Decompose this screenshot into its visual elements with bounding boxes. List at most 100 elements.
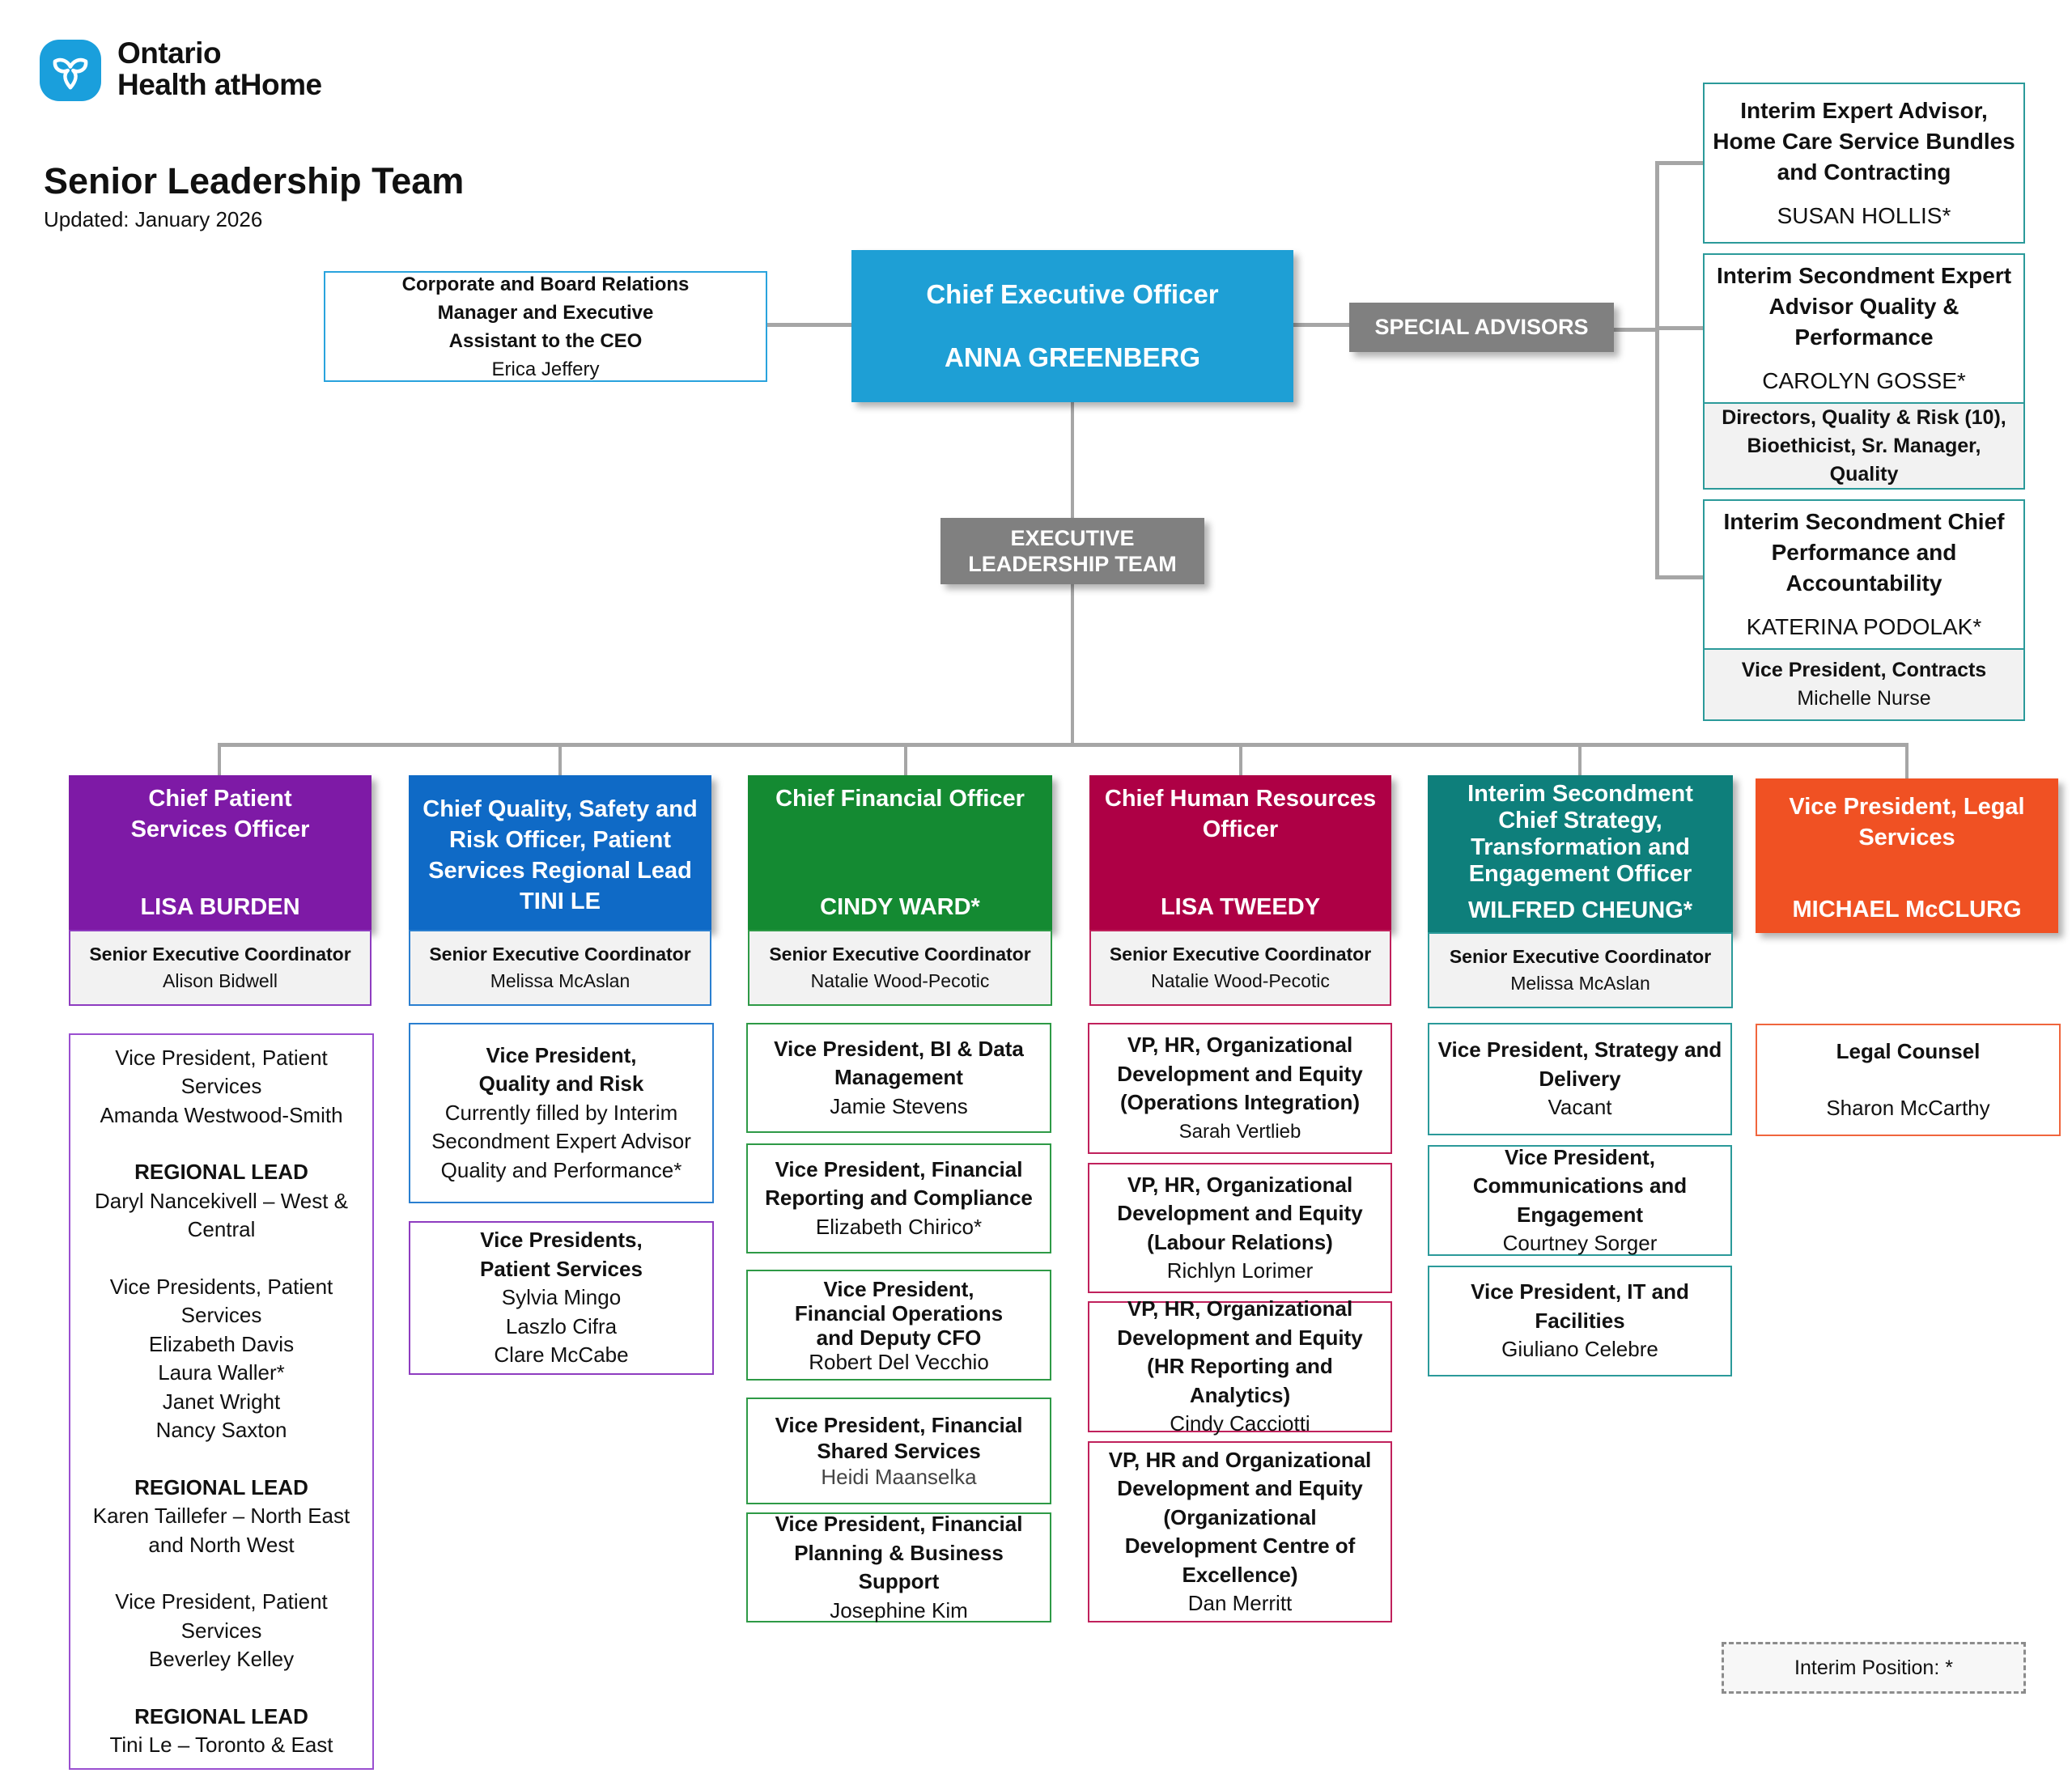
vp-box[interactable]: VP, HR and Organizational Development an… [1088,1441,1392,1622]
advisor-sub-title: Vice President, Contracts [1741,659,1987,681]
vp-box[interactable]: Vice President, Strategy and Delivery Va… [1428,1023,1732,1135]
advisor-box[interactable]: Interim Expert Advisor, Home Care Servic… [1703,83,2025,244]
ceo-title: Chief Executive Officer [926,279,1219,309]
advisor-name: SUSAN HOLLIS* [1777,202,1951,228]
coordinator-box[interactable]: Senior Executive Coordinator Alison Bidw… [69,930,372,1006]
exec-header-box[interactable]: Chief Human Resources Officer LISA TWEED… [1089,775,1391,931]
ceo-name: ANNA GREENBERG [945,342,1200,372]
corp-title-line: Manager and Executive [437,301,654,324]
vp-title: Vice President, Patient Services [115,1589,328,1643]
coordinator-name: Alison Bidwell [163,970,278,991]
coordinator-box[interactable]: Senior Executive Coordinator Natalie Woo… [1089,930,1391,1006]
vp-box[interactable]: Vice President, Financial Reporting and … [746,1143,1051,1253]
vp-title: Vice President, Strategy and Delivery [1437,1037,1722,1091]
regional-lead-label: REGIONAL LEAD [134,1160,308,1184]
exec-name: LISA TWEEDY [1160,894,1321,920]
vp-title: Vice President, IT and Facilities [1471,1279,1689,1333]
connector-exec-4 [1239,743,1242,775]
updated-date: Updated: January 2026 [44,207,263,231]
vp-name: Laura Waller* [158,1360,285,1385]
exec-header-box[interactable]: Vice President, Legal Services MICHAEL M… [1756,778,2058,933]
trillium-icon [53,57,88,90]
regional-lead-label: REGIONAL LEAD [134,1703,308,1728]
executive-leadership-team-label[interactable]: EXECUTIVE LEADERSHIP TEAM [940,518,1204,584]
vp-box[interactable]: VP, HR, Organizational Development and E… [1088,1023,1392,1154]
vp-title: VP, HR, Organizational Development and E… [1117,1172,1363,1254]
coordinator-name: Natalie Wood-Pecotic [1151,970,1330,991]
brand-name: Ontario Health atHome [117,37,322,100]
advisor-sub-name: Michelle Nurse [1797,687,1931,710]
advisor-sub-title: Directors, Quality & Risk (10), Bioethic… [1722,405,2006,486]
coordinator-box[interactable]: Senior Executive Coordinator Melissa McA… [409,930,711,1006]
exec-title: Chief Financial Officer [775,786,1025,812]
regional-lead-name: Karen Taillefer – North East and North W… [92,1504,350,1557]
vp-name: Richlyn Lorimer [1166,1258,1314,1283]
elt-line: EXECUTIVE [1010,526,1135,550]
ceo-box[interactable]: Chief Executive Officer ANNA GREENBERG [851,250,1293,402]
vp-title: Vice President, Financial Reporting and … [765,1156,1033,1211]
vp-box[interactable]: Vice President, Financial Operations and… [746,1270,1051,1381]
coordinator-title: Senior Executive Coordinator [1109,944,1372,965]
patient-services-reports-box[interactable]: Vice President, Patient Services Amanda … [69,1033,374,1770]
vp-title: Legal Counsel [1836,1038,1981,1063]
connector-corp-ceo [766,323,851,327]
connector-exec-6 [1905,743,1909,778]
exec-title: Chief Human Resources Officer [1104,786,1377,842]
vp-name: Nancy Saxton [155,1418,287,1442]
vp-box[interactable]: Vice President, Financial Planning & Bus… [746,1512,1051,1622]
vp-box[interactable]: Vice President, BI & Data Management Jam… [746,1023,1051,1133]
exec-header-box[interactable]: Chief Patient Services Officer LISA BURD… [69,775,372,931]
vp-name: Janet Wright [162,1389,281,1414]
coordinator-name: Melissa McAslan [490,970,631,991]
advisor-box[interactable]: Interim Secondment Expert Advisor Qualit… [1703,253,2025,404]
vp-box[interactable]: Vice President, Quality and Risk Current… [409,1023,714,1203]
vp-name: Sylvia Mingo [501,1285,622,1310]
vp-name: Vacant [1548,1095,1612,1120]
vp-box[interactable]: Vice Presidents, Patient Services Sylvia… [409,1221,714,1375]
coordinator-box[interactable]: Senior Executive Coordinator Melissa McA… [1428,932,1733,1008]
vp-title: Vice Presidents, Patient Services [109,1274,333,1328]
connector-exec-1 [218,743,221,775]
exec-title: Interim Secondment Chief Strategy, Trans… [1467,780,1693,887]
connector-exec-3 [904,743,907,775]
coordinator-title: Senior Executive Coordinator [769,944,1031,965]
special-advisors-label[interactable]: SPECIAL ADVISORS [1349,303,1614,352]
exec-name: CINDY WARD* [820,894,980,920]
exec-title: Chief Quality, Safety and Risk Officer, … [422,796,698,884]
advisor-sub-box[interactable]: Directors, Quality & Risk (10), Bioethic… [1703,402,2025,490]
vp-title: VP, HR and Organizational Development an… [1108,1447,1372,1587]
connector-exec-5 [1578,743,1582,775]
exec-header-box[interactable]: Chief Quality, Safety and Risk Officer, … [409,775,711,931]
advisor-box[interactable]: Interim Secondment Chief Performance and… [1703,499,2025,650]
vp-name: Cindy Cacciotti [1170,1411,1310,1436]
vp-name: Beverley Kelley [148,1647,295,1671]
vp-box[interactable]: Legal Counsel Sharon McCarthy [1756,1024,2061,1136]
exec-header-box[interactable]: Interim Secondment Chief Strategy, Trans… [1428,775,1733,934]
vp-name: Heidi Maanselka [821,1465,977,1489]
coordinator-box[interactable]: Senior Executive Coordinator Natalie Woo… [748,930,1052,1006]
vp-box[interactable]: Vice President, Communications and Engag… [1428,1145,1732,1256]
vp-name: Sarah Vertlieb [1178,1120,1301,1143]
interim-legend: Interim Position: * [1722,1642,2026,1694]
corporate-relations-box[interactable]: Corporate and Board Relations Manager an… [324,271,767,382]
vp-title: VP, HR, Organizational Development and E… [1117,1296,1363,1407]
vp-name: Amanda Westwood-Smith [100,1102,343,1127]
exec-header-box[interactable]: Chief Financial Officer CINDY WARD* [748,775,1052,931]
connector-ceo-advisors [1293,323,1349,327]
elt-line: LEADERSHIP TEAM [968,552,1177,576]
vp-box[interactable]: VP, HR, Organizational Development and E… [1088,1296,1392,1436]
vp-title: Vice President, [486,1042,637,1067]
vp-box[interactable]: Vice President, IT and Facilities Giulia… [1428,1266,1732,1376]
advisor-name: KATERINA PODOLAK* [1746,614,1982,639]
coordinator-title: Senior Executive Coordinator [89,944,351,965]
coordinator-name: Melissa McAslan [1510,973,1650,994]
advisor-sub-box[interactable]: Vice President, Contracts Michelle Nurse [1703,648,2025,721]
exec-name: LISA BURDEN [140,894,300,920]
regional-lead-name: Tini Le – Toronto & East [109,1733,333,1757]
vp-title: Vice President, Patient Services [115,1045,328,1099]
vp-box[interactable]: Vice President, Financial Shared Service… [746,1398,1051,1504]
connector-ceo-elt [1071,402,1074,518]
connector-advisors-bus [1614,328,1659,332]
advisor-name: CAROLYN GOSSE* [1762,368,1966,393]
vp-box[interactable]: VP, HR, Organizational Development and E… [1088,1163,1392,1293]
